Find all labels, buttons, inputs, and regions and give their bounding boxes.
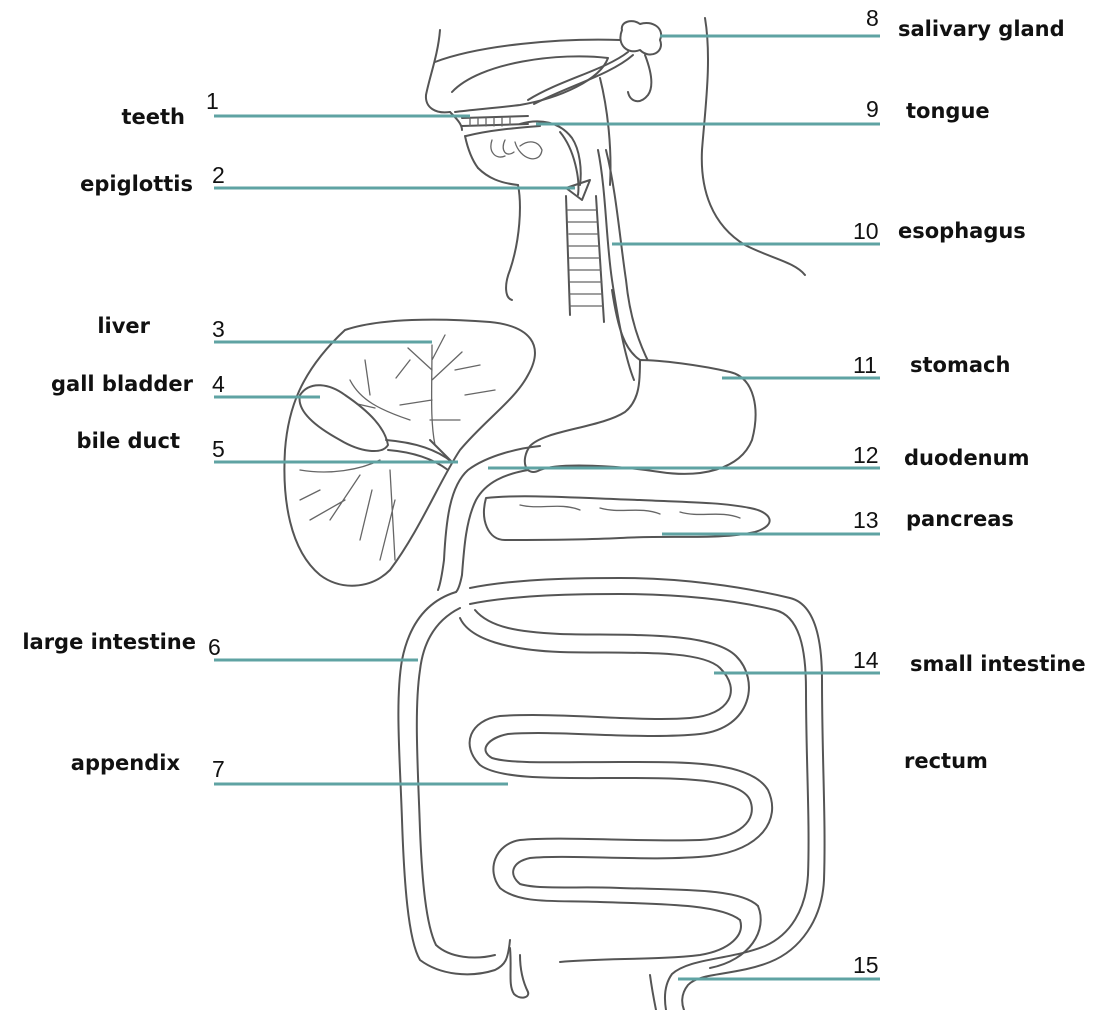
label-liver: liver xyxy=(97,314,150,338)
salivary-gland-drawing xyxy=(528,21,661,104)
label-number: 1 xyxy=(206,88,219,114)
label-salivary-gland: salivary gland xyxy=(898,17,1065,41)
trachea-drawing xyxy=(566,180,604,322)
label-number: 2 xyxy=(212,162,225,188)
rectum-drawing xyxy=(650,975,656,1010)
label-gall-bladder: gall bladder xyxy=(51,372,194,396)
label-number: 7 xyxy=(212,756,225,782)
label-number: 12 xyxy=(853,442,879,468)
label-esophagus: esophagus xyxy=(898,219,1026,243)
label-number: 14 xyxy=(853,647,879,673)
label-number: 4 xyxy=(212,371,225,397)
teeth-drawing xyxy=(462,116,540,136)
label-number: 15 xyxy=(853,952,879,978)
small-intestine-drawing xyxy=(460,610,772,968)
label-number: 5 xyxy=(212,436,225,462)
label-number: 9 xyxy=(866,96,879,122)
label-rectum: rectum xyxy=(904,749,988,773)
label-number: 3 xyxy=(212,316,225,342)
large-intestine-drawing xyxy=(398,578,824,1010)
esophagus-drawing xyxy=(598,150,650,380)
label-number: 11 xyxy=(853,352,877,378)
label-number: 13 xyxy=(853,507,879,533)
label-pancreas: pancreas xyxy=(906,507,1014,531)
label-epiglottis: epiglottis xyxy=(80,172,193,196)
appendix-drawing xyxy=(510,948,528,998)
label-appendix: appendix xyxy=(71,751,181,775)
label-stomach: stomach xyxy=(910,353,1010,377)
label-teeth: teeth xyxy=(121,105,185,129)
tongue-drawing xyxy=(491,121,581,185)
label-number: 8 xyxy=(866,5,879,31)
organ-labels: teeth epiglottis liver gall bladder bile… xyxy=(22,17,1085,775)
label-number: 10 xyxy=(853,218,879,244)
label-bile-duct: bile duct xyxy=(77,429,180,453)
label-tongue: tongue xyxy=(906,99,990,123)
label-number: 6 xyxy=(208,634,221,660)
label-duodenum: duodenum xyxy=(904,446,1029,470)
label-large-intestine: large intestine xyxy=(22,630,196,654)
label-small-intestine: small intestine xyxy=(910,652,1086,676)
stomach-drawing xyxy=(525,290,756,474)
